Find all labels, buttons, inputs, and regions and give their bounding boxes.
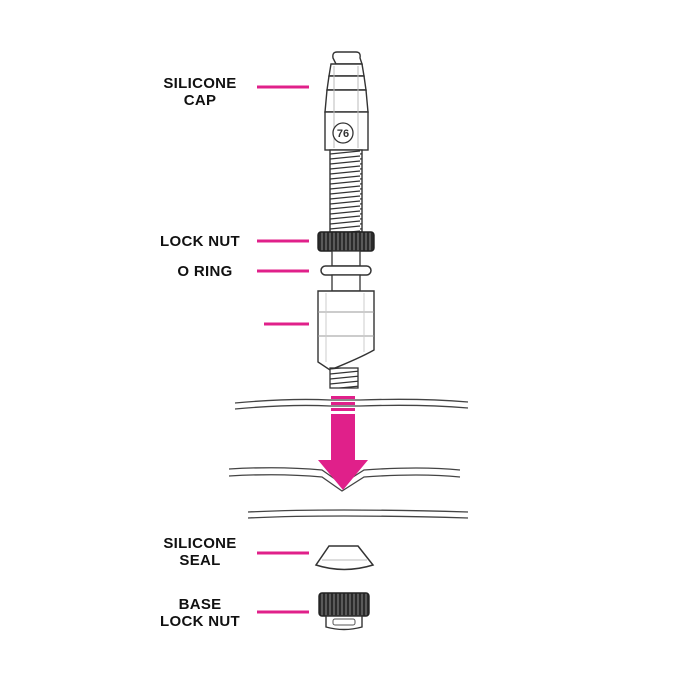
label-silicone-seal-line2: SEAL bbox=[179, 552, 221, 569]
silicone-cap bbox=[324, 51, 369, 151]
label-o-ring: O RING bbox=[160, 263, 250, 280]
label-lock-nut-line1: LOCK NUT bbox=[160, 233, 240, 250]
insertion-arrow bbox=[318, 396, 368, 490]
cap-logo-text: 76 bbox=[337, 128, 349, 140]
base-lock-nut bbox=[318, 592, 370, 631]
label-o-ring-line1: O RING bbox=[177, 263, 233, 280]
label-silicone-cap: SILICONE CAP bbox=[150, 75, 250, 109]
label-silicone-seal-line1: SILICONE bbox=[163, 535, 237, 552]
threaded-stem bbox=[329, 149, 363, 233]
silicone-seal bbox=[314, 545, 375, 571]
label-silicone-cap-line2: CAP bbox=[183, 92, 217, 109]
stem-segment bbox=[331, 250, 361, 267]
label-base-lock-nut: BASE LOCK NUT bbox=[145, 596, 255, 630]
valve-tip-thread bbox=[329, 367, 359, 389]
valve-body bbox=[317, 290, 375, 371]
label-base-lock-nut-line2: LOCK NUT bbox=[160, 613, 240, 630]
label-silicone-cap-line1: SILICONE bbox=[163, 75, 237, 92]
label-base-lock-nut-line1: BASE bbox=[178, 596, 222, 613]
o-ring bbox=[320, 265, 372, 276]
lock-nut bbox=[317, 231, 375, 252]
stem-segment-lower bbox=[331, 274, 361, 292]
label-silicone-seal: SILICONE SEAL bbox=[150, 535, 250, 569]
leader-lines bbox=[257, 85, 309, 614]
cap-logo: 76 bbox=[332, 122, 354, 144]
label-lock-nut: LOCK NUT bbox=[145, 233, 255, 250]
